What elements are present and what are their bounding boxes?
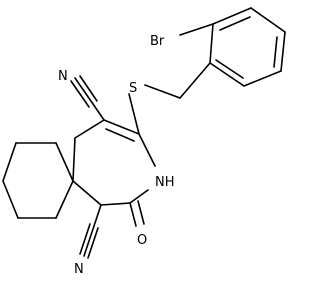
ring-bond xyxy=(74,119,105,139)
carbonyl-bond xyxy=(129,202,137,227)
ch2-s-bond xyxy=(144,84,181,99)
ring-double-bond-inner xyxy=(105,128,135,142)
amide-nh-label: NH xyxy=(155,175,175,190)
benzene-bond xyxy=(209,62,245,87)
ring-bond xyxy=(129,189,149,204)
sulfur-label: S xyxy=(129,81,137,96)
nitrile-triple-bond xyxy=(83,225,95,257)
nitrile-n-bottom-label: N xyxy=(74,262,84,277)
benzene-ring xyxy=(209,7,286,87)
bromine-label: Br xyxy=(150,34,165,49)
cyclohexane-ring xyxy=(2,142,74,219)
cyclohexane-bond xyxy=(2,142,17,182)
carbonyl-oxygen-label: O xyxy=(137,233,147,248)
benzene-bond xyxy=(280,31,286,72)
ring-bond xyxy=(72,137,76,182)
dihydropyridinone-ring xyxy=(72,119,156,206)
nitrile-triple-bond xyxy=(87,227,99,259)
c-cn-bond xyxy=(93,204,102,227)
benzene-double-bond xyxy=(219,16,251,31)
benzene-double-bond xyxy=(273,36,278,68)
cyclohexane-bond xyxy=(2,180,19,219)
carbonyl-bond-double xyxy=(137,200,145,225)
nitrile-triple-bond xyxy=(70,80,90,108)
cyclohexane-bond xyxy=(55,142,74,182)
nitrile-triple-bond xyxy=(74,77,94,105)
nitrile-triple-bond xyxy=(79,75,98,102)
benzene-bond xyxy=(250,7,286,33)
ring-bond xyxy=(72,180,102,206)
ring-bond xyxy=(138,133,156,167)
ring-bond xyxy=(100,202,131,206)
s-c-bond xyxy=(128,93,140,135)
chemical-structure-diagram: Br S N NH O N xyxy=(2,7,286,277)
cyclohexane-bond xyxy=(55,180,74,219)
aryl-ch2-bond xyxy=(179,62,211,99)
c-cn-bond xyxy=(92,103,105,121)
ring-double-bond xyxy=(103,119,140,135)
benzene-bond xyxy=(212,7,252,25)
benzene-double-bond xyxy=(215,59,244,79)
c-br-bond xyxy=(179,23,214,36)
nitrile-triple-bond xyxy=(79,223,91,255)
benzene-bond xyxy=(209,23,214,64)
benzene-bond xyxy=(243,70,282,87)
nitrile-n-top-label: N xyxy=(58,69,68,84)
